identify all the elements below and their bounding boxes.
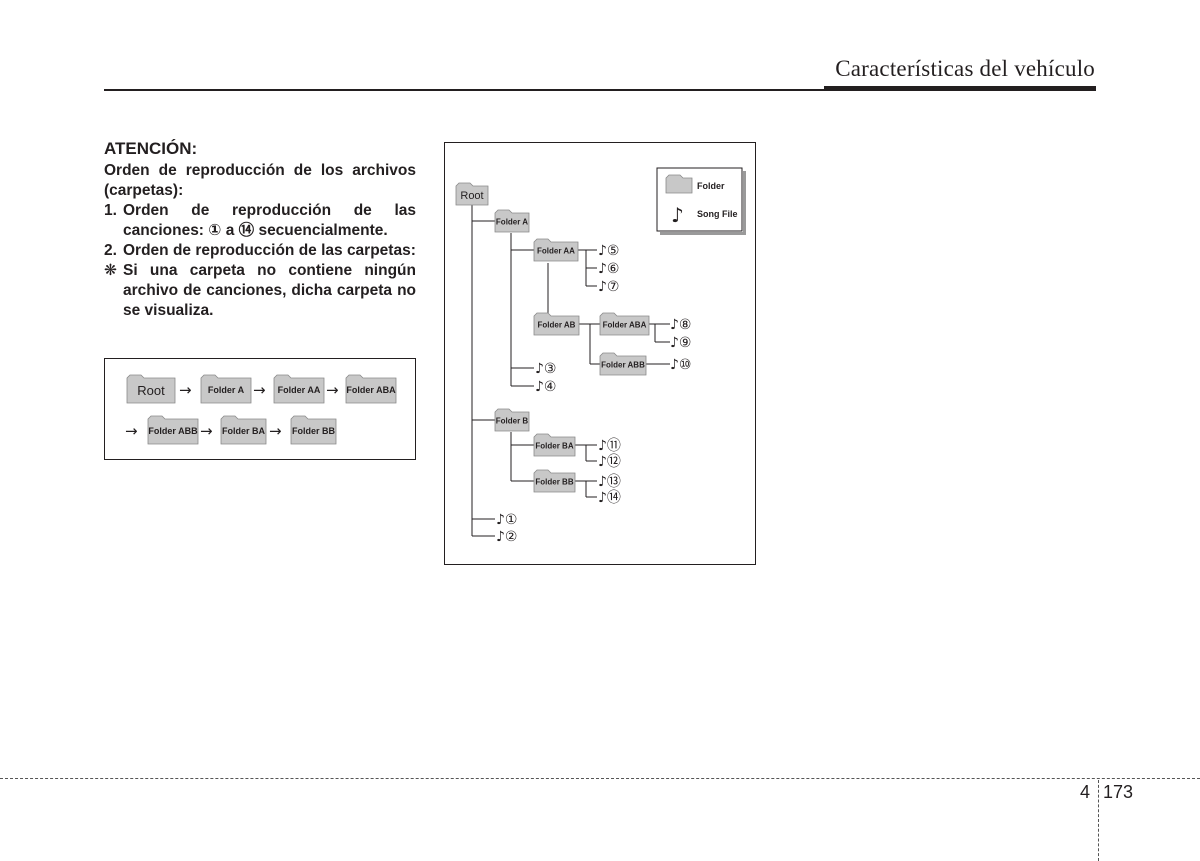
sequence-arrow: → [125, 422, 138, 440]
note-item-marker: ❋ [104, 262, 117, 279]
song-file-label: ♪⑪ [598, 438, 621, 454]
note-intro: Orden de reproducción de los archivos (c… [104, 162, 416, 199]
folder-icon: Folder BB [290, 415, 337, 445]
song-file-label: ♪③ [535, 361, 557, 377]
folder-label: Folder ABA [346, 385, 396, 395]
attention-note: ATENCIÓN: Orden de reproducción de los a… [104, 139, 416, 321]
folder-sequence-diagram: Root→Folder A→Folder AA→Folder ABA→Folde… [104, 358, 416, 460]
song-file-label: ♪① [496, 512, 518, 528]
song-file-label: ♪⑦ [598, 279, 620, 295]
folder-shape [533, 312, 580, 336]
note-item-marker: 2. [104, 242, 117, 259]
song-file-label: ♪⑬ [598, 474, 621, 490]
note-item-text: Orden de reproducción de las carpetas: [123, 242, 416, 259]
song-file-label: ♪⑫ [598, 454, 621, 470]
page-header-title: Características del vehículo [835, 56, 1095, 81]
sequence-arrow: → [269, 422, 282, 440]
legend-shadow [660, 232, 745, 235]
folder-label: Folder BB [292, 426, 336, 436]
folder-label: Folder BA [222, 426, 266, 436]
footer-dashed-line [0, 778, 1200, 779]
folder-label: Folder ABB [148, 426, 198, 436]
folder-icon: Folder A [494, 209, 530, 233]
header-rule [104, 89, 824, 91]
folder-label: Folder ABA [603, 321, 647, 330]
folder-icon: Folder AB [533, 312, 580, 336]
folder-icon: Folder BA [533, 433, 576, 457]
folder-label: Folder A [496, 218, 528, 227]
header-rule-accent [824, 86, 1096, 91]
folder-label: Root [137, 383, 165, 398]
folder-icon: Folder ABB [147, 415, 199, 445]
note-item-marker: 1. [104, 202, 117, 219]
song-file-label: ♪⑧ [670, 317, 692, 333]
song-file-label: ♪④ [535, 379, 557, 395]
folder-icon: Folder BB [533, 469, 576, 493]
folder-shape [290, 415, 337, 445]
folder-shape [494, 209, 530, 233]
folder-shape [533, 469, 576, 493]
page-number: 173 [1103, 782, 1134, 802]
folder-label: Folder BA [535, 442, 573, 451]
note-item-3: ❋ Si una carpeta no contiene ningún arch… [104, 261, 416, 321]
folder-label: Folder B [496, 417, 529, 426]
sequence-arrow: → [200, 422, 213, 440]
sequence-arrow: → [179, 381, 192, 399]
folder-icon: Folder B [494, 408, 530, 432]
song-file-label: ♪⑩ [670, 357, 692, 373]
folder-shape [599, 352, 647, 376]
folder-shape [147, 415, 199, 445]
song-file-label: ♪⑭ [598, 490, 621, 506]
song-file-label: ♪⑥ [598, 261, 620, 277]
folder-shape [455, 182, 489, 206]
song-file-label: ♪⑨ [670, 335, 692, 351]
note-item-1: 1. Orden de reproducción de las cancione… [104, 201, 416, 241]
folder-shape [599, 312, 650, 336]
folder-label: Folder AA [537, 247, 575, 256]
folder-icon: Root [455, 182, 489, 206]
sequence-arrow: → [253, 381, 266, 399]
folder-icon: Folder ABA [599, 312, 650, 336]
folder-icon: Folder BA [220, 415, 267, 445]
folder-shape [533, 238, 579, 262]
music-note-icon: ♪ [671, 203, 684, 227]
folder-label: Folder A [208, 385, 245, 395]
note-item-text: Orden de reproducción de las canciones: … [123, 202, 416, 239]
folder-label: Folder AA [278, 385, 321, 395]
folder-icon: Folder AA [533, 238, 579, 262]
folder-icon: Folder A [200, 374, 252, 404]
note-item-text: Si una carpeta no contiene ningún archiv… [123, 262, 416, 319]
note-title: ATENCIÓN: [104, 139, 198, 158]
song-file-label: ♪⑤ [598, 243, 620, 259]
folder-sequence-svg: Root→Folder A→Folder AA→Folder ABA→Folde… [125, 374, 397, 445]
folder-shape [345, 374, 397, 404]
page-chapter-number: 4 [1080, 782, 1091, 802]
folder-icon [665, 174, 693, 194]
folder-shape [533, 433, 576, 457]
folder-label: Root [460, 190, 483, 202]
folder-shape [126, 374, 176, 404]
folder-icon: Folder ABA [345, 374, 397, 404]
note-item-2: 2. Orden de reproducción de las carpetas… [104, 241, 416, 261]
folder-shape [200, 374, 252, 404]
song-file-label: ♪② [496, 529, 518, 545]
sequence-arrow: → [326, 381, 339, 399]
legend-shadow [743, 171, 746, 235]
folder-shape [220, 415, 267, 445]
folder-label: Folder AB [538, 321, 576, 330]
folder-shape [494, 408, 530, 432]
folder-shape [665, 174, 693, 194]
folder-icon: Folder ABB [599, 352, 647, 376]
folder-icon: Folder AA [273, 374, 325, 404]
legend-folder-label: Folder [697, 181, 725, 191]
folder-label: Folder BB [535, 478, 573, 487]
legend-song-label: Song File [697, 209, 738, 219]
folder-icon: Root [126, 374, 176, 404]
folder-label: Folder ABB [601, 361, 645, 370]
footer-dashed-divider [1098, 780, 1099, 861]
folder-shape [273, 374, 325, 404]
